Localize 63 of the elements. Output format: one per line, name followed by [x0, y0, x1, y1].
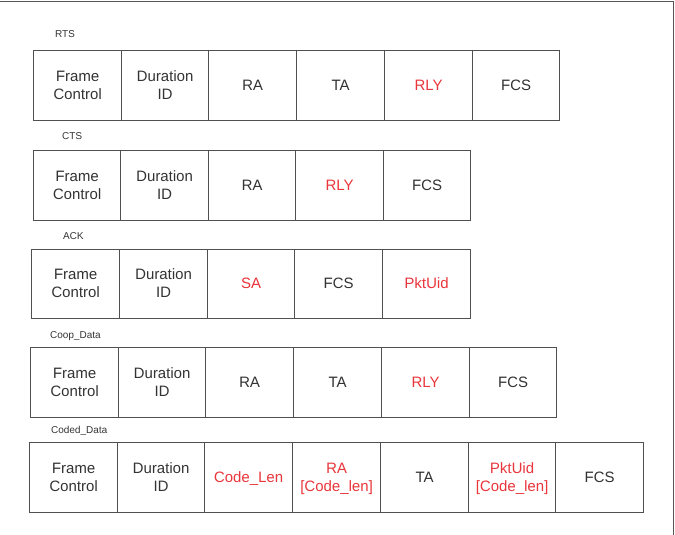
field-label: RA — [242, 76, 263, 94]
field-label: RLY — [414, 76, 443, 94]
field-label: RA [Code_len] — [300, 460, 374, 496]
frame-type-label: Coded_Data — [51, 425, 108, 437]
field-label: Frame Control — [49, 364, 100, 400]
header-field — [296, 50, 385, 121]
header-field — [118, 347, 206, 418]
header-field — [120, 150, 209, 221]
header-field — [383, 150, 471, 221]
field-label: Frame Control — [48, 460, 99, 496]
field-label: FCS — [324, 275, 354, 293]
header-field — [555, 442, 644, 513]
header-field — [293, 347, 382, 418]
field-label: Duration ID — [136, 68, 194, 104]
field-label: Frame Control — [50, 266, 101, 302]
field-label: TA — [331, 76, 350, 94]
header-field — [119, 249, 208, 319]
header-field — [31, 249, 120, 319]
field-label: TA — [328, 374, 347, 392]
header-field — [208, 50, 297, 121]
field-label: FCS — [501, 76, 531, 94]
field-label: Code_Len — [214, 468, 284, 486]
field-label: SA — [240, 275, 261, 293]
header-field — [294, 249, 383, 319]
field-label: RLY — [411, 374, 440, 392]
field-label: Frame Control — [52, 68, 103, 104]
header-field — [292, 442, 381, 513]
field-label: RA — [242, 176, 262, 194]
header-field — [468, 442, 556, 513]
field-label: Duration ID — [132, 460, 190, 496]
field-label: FCS — [412, 176, 442, 194]
field-label: Frame Control — [52, 168, 102, 204]
field-label: FCS — [498, 374, 528, 392]
header-field — [30, 347, 119, 418]
header-field — [205, 347, 294, 418]
frame-type-label: Coop_Data — [50, 330, 101, 342]
header-field — [381, 347, 470, 418]
field-label: TA — [415, 468, 434, 486]
field-label: RA — [239, 374, 260, 392]
field-label: FCS — [584, 468, 614, 486]
frame-type-label: CTS — [62, 131, 82, 143]
frame-type-label: RTS — [55, 29, 75, 41]
header-field — [384, 50, 473, 121]
header-field — [380, 442, 469, 513]
header-field — [208, 150, 296, 221]
header-field — [295, 150, 384, 221]
frame-type-label: ACK — [63, 231, 84, 243]
header-field — [33, 50, 122, 121]
header-field — [121, 50, 209, 121]
header-field — [29, 442, 118, 513]
field-label: PktUid [Code_len] — [475, 460, 549, 496]
field-label: RLY — [325, 176, 354, 194]
header-field — [469, 347, 557, 418]
header-field — [117, 442, 205, 513]
field-label: Duration ID — [134, 266, 193, 302]
field-label: PktUid — [404, 275, 449, 293]
field-label: Duration ID — [132, 364, 192, 400]
field-label: Duration ID — [135, 168, 194, 204]
header-field — [472, 50, 560, 121]
header-field — [207, 249, 295, 319]
header-field — [382, 249, 471, 319]
header-field — [33, 150, 121, 221]
header-field — [204, 442, 293, 513]
